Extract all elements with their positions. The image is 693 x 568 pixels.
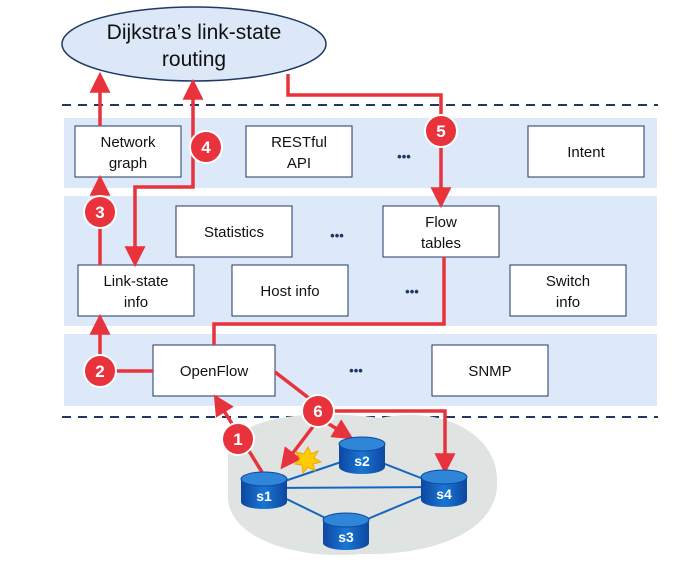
switch-s2-label: s2 — [354, 453, 370, 469]
intent-box[interactable]: Intent — [527, 125, 645, 178]
link-s1-s4 — [263, 486, 445, 489]
switch-s2[interactable]: s2 — [338, 436, 386, 474]
intent-label: Intent — [567, 144, 605, 161]
flow-tables-box[interactable]: Flow tables — [382, 205, 500, 258]
network-graph-label-1: Network — [100, 134, 156, 151]
step-badge-1-number: 1 — [233, 430, 242, 449]
step-badge-6: 6 — [301, 394, 335, 428]
switch-s3[interactable]: s3 — [322, 512, 370, 550]
arrow-step6-to-s4 — [332, 409, 456, 475]
restful-api-box[interactable]: RESTful API — [245, 125, 353, 178]
step-badge-5-number: 5 — [436, 122, 445, 141]
network-graph-box[interactable]: Network graph — [74, 125, 182, 178]
statistics-label: Statistics — [204, 224, 264, 241]
arrow-step5-flowtables-to-openflow — [212, 257, 446, 345]
switch-s1-label: s1 — [256, 488, 272, 504]
switch-info-label-2: info — [556, 294, 580, 311]
host-info-label: Host info — [260, 283, 319, 300]
step-badge-3-number: 3 — [95, 203, 104, 222]
step-badge-2: 2 — [83, 354, 117, 388]
snmp-label: SNMP — [468, 363, 511, 380]
flow-tables-label-2: tables — [421, 235, 461, 252]
arrow-openflow-to-step6 — [273, 370, 316, 404]
arrow-step5-dijkstra-to-flowtables — [286, 74, 452, 209]
step-badge-4: 4 — [189, 130, 223, 164]
link-failure-star-icon — [293, 445, 323, 475]
ellipsis-controller-bottom: ••• — [405, 284, 419, 299]
step-badge-1: 1 — [221, 422, 255, 456]
openflow-label: OpenFlow — [180, 363, 249, 380]
snmp-box[interactable]: SNMP — [431, 344, 549, 397]
switch-s3-label: s3 — [338, 529, 354, 545]
switch-s4-label: s4 — [436, 486, 452, 502]
switch-s4[interactable]: s4 — [420, 469, 468, 507]
step-badge-4-number: 4 — [201, 138, 211, 157]
arrow-step6-to-s1 — [280, 418, 320, 470]
switch-s1[interactable]: s1 — [240, 471, 288, 509]
network-graph-label-2: graph — [109, 155, 147, 172]
step-badge-5: 5 — [424, 114, 458, 148]
title-line-2: routing — [162, 48, 226, 71]
arrow-step4-dijkstra-to-linkstate — [124, 78, 204, 268]
ellipsis-controller-top: ••• — [330, 228, 344, 243]
ellipsis-southbound: ••• — [349, 363, 363, 378]
switch-info-box[interactable]: Switch info — [509, 264, 627, 317]
link-state-info-label-2: info — [124, 294, 148, 311]
flow-tables-label-1: Flow — [425, 214, 457, 231]
link-state-info-box[interactable]: Link-state info — [77, 264, 195, 317]
ellipsis-application: ••• — [397, 149, 411, 164]
restful-api-label-1: RESTful — [271, 134, 327, 151]
title-line-1: Dijkstra’s link-state — [107, 21, 282, 44]
switch-info-label-1: Switch — [546, 273, 590, 290]
host-info-box[interactable]: Host info — [231, 264, 349, 317]
statistics-box[interactable]: Statistics — [175, 205, 293, 258]
step-badge-6-number: 6 — [313, 402, 322, 421]
dijkstra-title-ellipse: Dijkstra’s link-state routing — [61, 6, 327, 82]
link-state-info-label-1: Link-state — [103, 273, 168, 290]
restful-api-label-2: API — [287, 155, 311, 172]
openflow-box[interactable]: OpenFlow — [152, 344, 276, 397]
step-badge-2-number: 2 — [95, 362, 104, 381]
step-badge-3: 3 — [83, 195, 117, 229]
